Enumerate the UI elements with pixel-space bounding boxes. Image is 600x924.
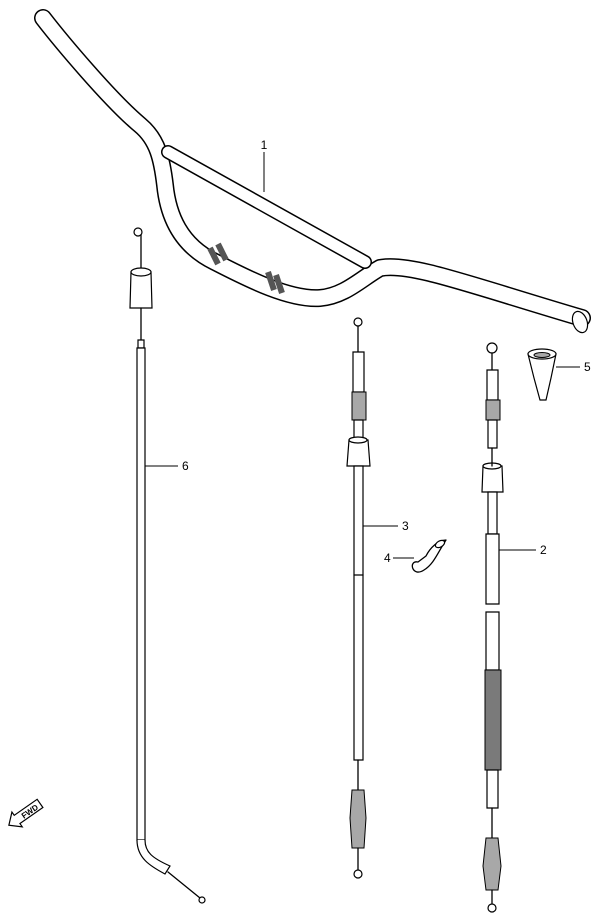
callout-3-label: 3 xyxy=(402,519,409,533)
cable-boot xyxy=(527,348,557,401)
knurl-band-right xyxy=(265,271,285,294)
callout-5: 5 xyxy=(556,360,591,374)
callout-2: 2 xyxy=(499,543,547,557)
front-brake-cable xyxy=(346,317,371,879)
callout-1-label: 1 xyxy=(261,138,268,152)
callout-6: 6 xyxy=(145,459,189,473)
callout-2-label: 2 xyxy=(540,543,547,557)
callout-4: 4 xyxy=(384,551,414,565)
callout-5-label: 5 xyxy=(584,360,591,374)
callout-3: 3 xyxy=(363,519,409,533)
clutch-cable xyxy=(481,342,504,913)
callout-6-label: 6 xyxy=(182,459,189,473)
handlebar xyxy=(34,9,591,334)
knurl-band-left xyxy=(207,242,229,266)
throttle-cable xyxy=(129,227,206,904)
fwd-arrow: FWD xyxy=(8,798,44,828)
callout-1: 1 xyxy=(261,138,268,192)
cable-clamp xyxy=(411,539,447,573)
callout-4-label: 4 xyxy=(384,551,391,565)
